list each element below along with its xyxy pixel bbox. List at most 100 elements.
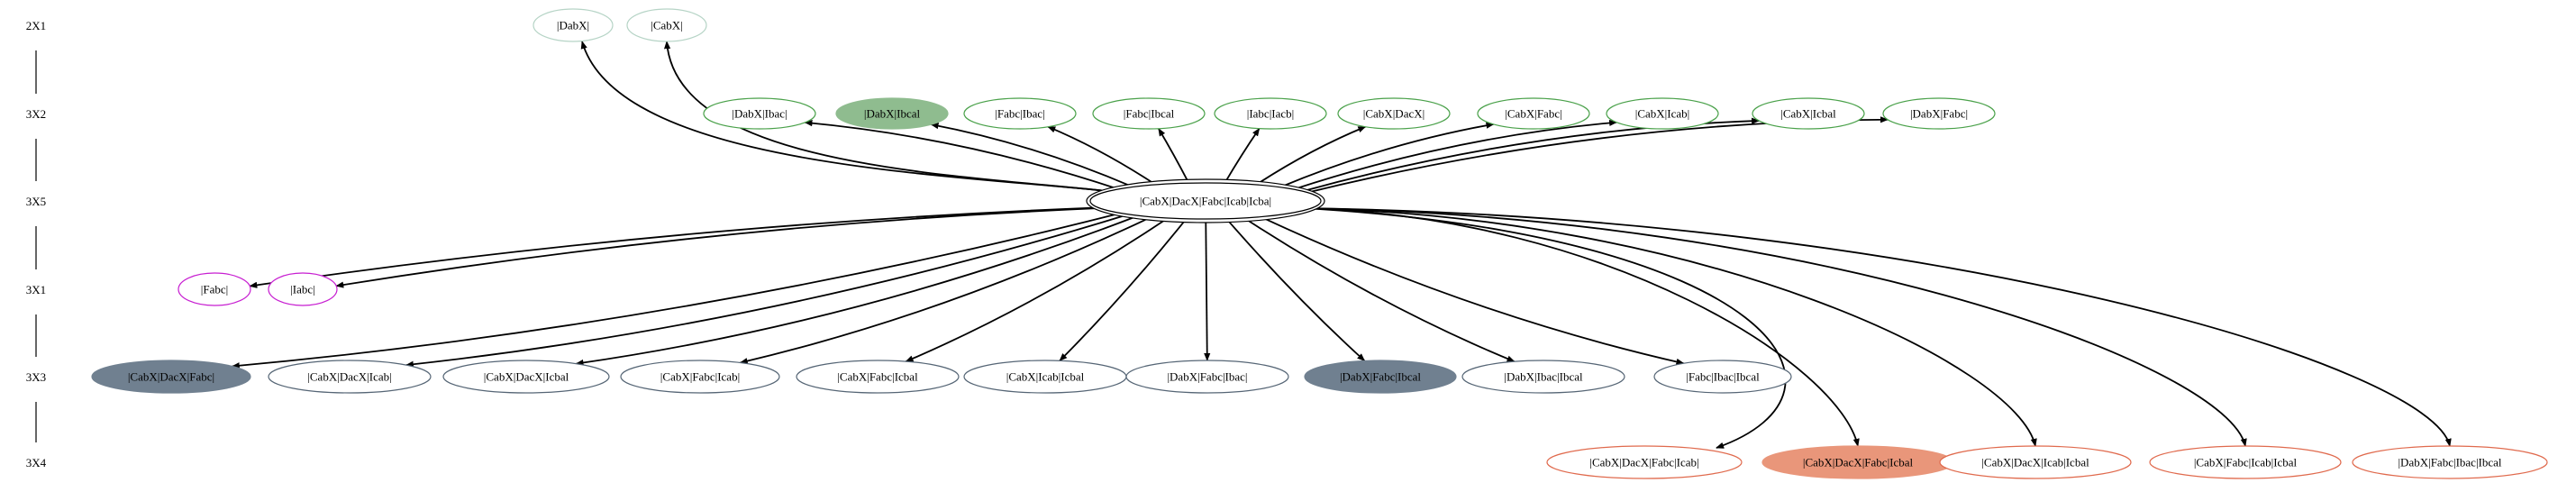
node-label: |CabX|Icab|Icbal [1006, 370, 1085, 384]
nodes: |DabX| |CabX| |DabX|Ibac| |DabX|Ibcal |Fabc|… [91, 8, 2548, 479]
node-shape [1882, 97, 1996, 130]
node-n6[interactable]: |CabX|DacX| [1337, 97, 1451, 130]
edges [231, 41, 2452, 449]
node-shape [1125, 360, 1289, 394]
node-shape [1653, 360, 1792, 394]
node-shape [1304, 360, 1457, 394]
node-label: |Iabc|Iacb| [1247, 107, 1295, 121]
rank-label: 3X4 [26, 456, 47, 469]
node-s1[interactable]: |CabX|DacX|Fabc| [91, 360, 251, 394]
node-s9[interactable]: |DabX|Ibac|Ibcal [1461, 360, 1625, 394]
node-s5[interactable]: |CabX|Fabc|Icbal [796, 360, 960, 394]
node-label: |CabX|Fabc| [1505, 107, 1561, 121]
node-n7[interactable]: |CabX|Fabc| [1477, 97, 1590, 130]
node-shape [620, 360, 780, 394]
node-label: |DabX|Fabc|Ibac|Ibcal [2398, 456, 2501, 469]
node-shape [268, 360, 432, 394]
edge-hub-n5 [1224, 127, 1261, 184]
node-s3[interactable]: |CabX|DacX|Icbal [442, 360, 610, 394]
node-shape [1092, 97, 1206, 130]
node-label: |CabX|DacX|Icab|Icbal [1981, 456, 2089, 469]
edge-hub-s7 [1204, 218, 1211, 361]
node-label: |CabX|DacX|Icbal [484, 370, 569, 384]
edge-hub-n8 [1293, 119, 1618, 190]
node-p2[interactable]: |Iabc| [268, 272, 338, 306]
node-shape [963, 97, 1077, 130]
edge-hub-n6 [1255, 125, 1367, 186]
rank-label: 3X5 [26, 195, 46, 208]
node-n8[interactable]: |CabX|Icab| [1606, 97, 1719, 130]
node-shape [442, 360, 610, 394]
node-n3[interactable]: |Fabc|Ibac| [963, 97, 1077, 130]
node-label: |DabX|Fabc|Ibac| [1167, 370, 1247, 384]
node-shape [1214, 97, 1327, 130]
node-label: |CabX|DacX|Fabc|Icab| [1589, 456, 1698, 469]
rank-label: 2X1 [26, 19, 46, 32]
node-shape [1461, 360, 1625, 394]
node-label: |Iabc| [290, 283, 315, 296]
edge-hub-o3 [1303, 207, 2037, 447]
edge-hub-s6 [1059, 218, 1188, 361]
node-label: |Fabc|Ibcal [1124, 107, 1175, 121]
node-label: |DabX|Fabc|Ibcal [1340, 370, 1421, 384]
node-n1[interactable]: |DabX|Ibac| [703, 97, 816, 130]
node-hub[interactable]: |CabX|DacX|Fabc|Icab|Icba| [1086, 178, 1325, 223]
node-shape [1606, 97, 1719, 130]
node-shape [1477, 97, 1590, 130]
node-shape [1089, 182, 1322, 220]
edge-hub-n9 [1302, 117, 1761, 193]
node-shape [2352, 445, 2548, 479]
node-o2[interactable]: |CabX|DacX|Fabc|Icbal [1761, 445, 1954, 479]
node-label: |CabX|DacX| [1363, 107, 1425, 121]
node-shape [796, 360, 960, 394]
node-s6[interactable]: |CabX|Icab|Icbal [963, 360, 1127, 394]
node-s10[interactable]: |Fabc|Ibac|Ibcal [1653, 360, 1792, 394]
node-label: |CabX|Fabc|Icab| [660, 370, 740, 384]
node-o5[interactable]: |DabX|Fabc|Ibac|Ibcal [2352, 445, 2548, 479]
edge-hub-o2 [1303, 207, 1860, 447]
edge-hub-s8 [1225, 218, 1366, 362]
node-shape [268, 272, 338, 306]
node-label: |DabX|Ibac|Ibcal [1504, 370, 1583, 384]
edge-hub-o4 [1303, 207, 2247, 447]
node-label: |CabX|Icab| [1635, 107, 1690, 121]
edge-hub-s4 [739, 215, 1152, 365]
node-n4[interactable]: |Fabc|Ibcal [1092, 97, 1206, 130]
node-o4[interactable]: |CabX|Fabc|Icab|Icbal [2149, 445, 2342, 479]
node-p1[interactable]: |Fabc| [177, 272, 251, 306]
edge-hub-p2 [335, 207, 1100, 288]
node-n10[interactable]: |DabX|Fabc| [1882, 97, 1996, 130]
node-label: |Fabc| [201, 283, 228, 296]
node-o1[interactable]: |CabX|DacX|Fabc|Icab| [1546, 445, 1743, 479]
node-n2[interactable]: |DabX|Ibcal [835, 97, 949, 130]
node-s7[interactable]: |DabX|Fabc|Ibac| [1125, 360, 1289, 394]
node-shape [1337, 97, 1451, 130]
edge-hub-n4 [1158, 127, 1190, 184]
node-label: |CabX| [651, 19, 683, 32]
edge-hub-s3 [575, 214, 1139, 367]
node-s8[interactable]: |DabX|Fabc|Ibcal [1304, 360, 1457, 394]
node-n_cabx[interactable]: |CabX| [626, 8, 707, 42]
node-s2[interactable]: |CabX|DacX|Icab| [268, 360, 432, 394]
edge-hub-s10 [1260, 215, 1685, 365]
node-label: |CabX|DacX|Fabc| [128, 370, 214, 384]
node-shape [703, 97, 816, 130]
node-o3[interactable]: |CabX|DacX|Icab|Icbal [1939, 445, 2132, 479]
rank-label: 3X3 [26, 370, 46, 384]
node-n9[interactable]: |CabX|Icbal [1752, 97, 1865, 130]
node-shape [177, 272, 251, 306]
edge-hub-s1 [231, 212, 1122, 369]
edge-hub-s2 [405, 214, 1129, 368]
node-s4[interactable]: |CabX|Fabc|Icab| [620, 360, 780, 394]
edge-hub-n10 [1307, 116, 1889, 194]
node-n5[interactable]: |Iabc|Iacb| [1214, 97, 1327, 130]
edge-hub-s5 [905, 217, 1169, 362]
node-shape [1546, 445, 1743, 479]
edge-hub-o1 [1303, 207, 1787, 449]
node-n_dabx[interactable]: |DabX| [532, 8, 614, 42]
node-shape [2149, 445, 2342, 479]
node-shape [532, 8, 614, 42]
